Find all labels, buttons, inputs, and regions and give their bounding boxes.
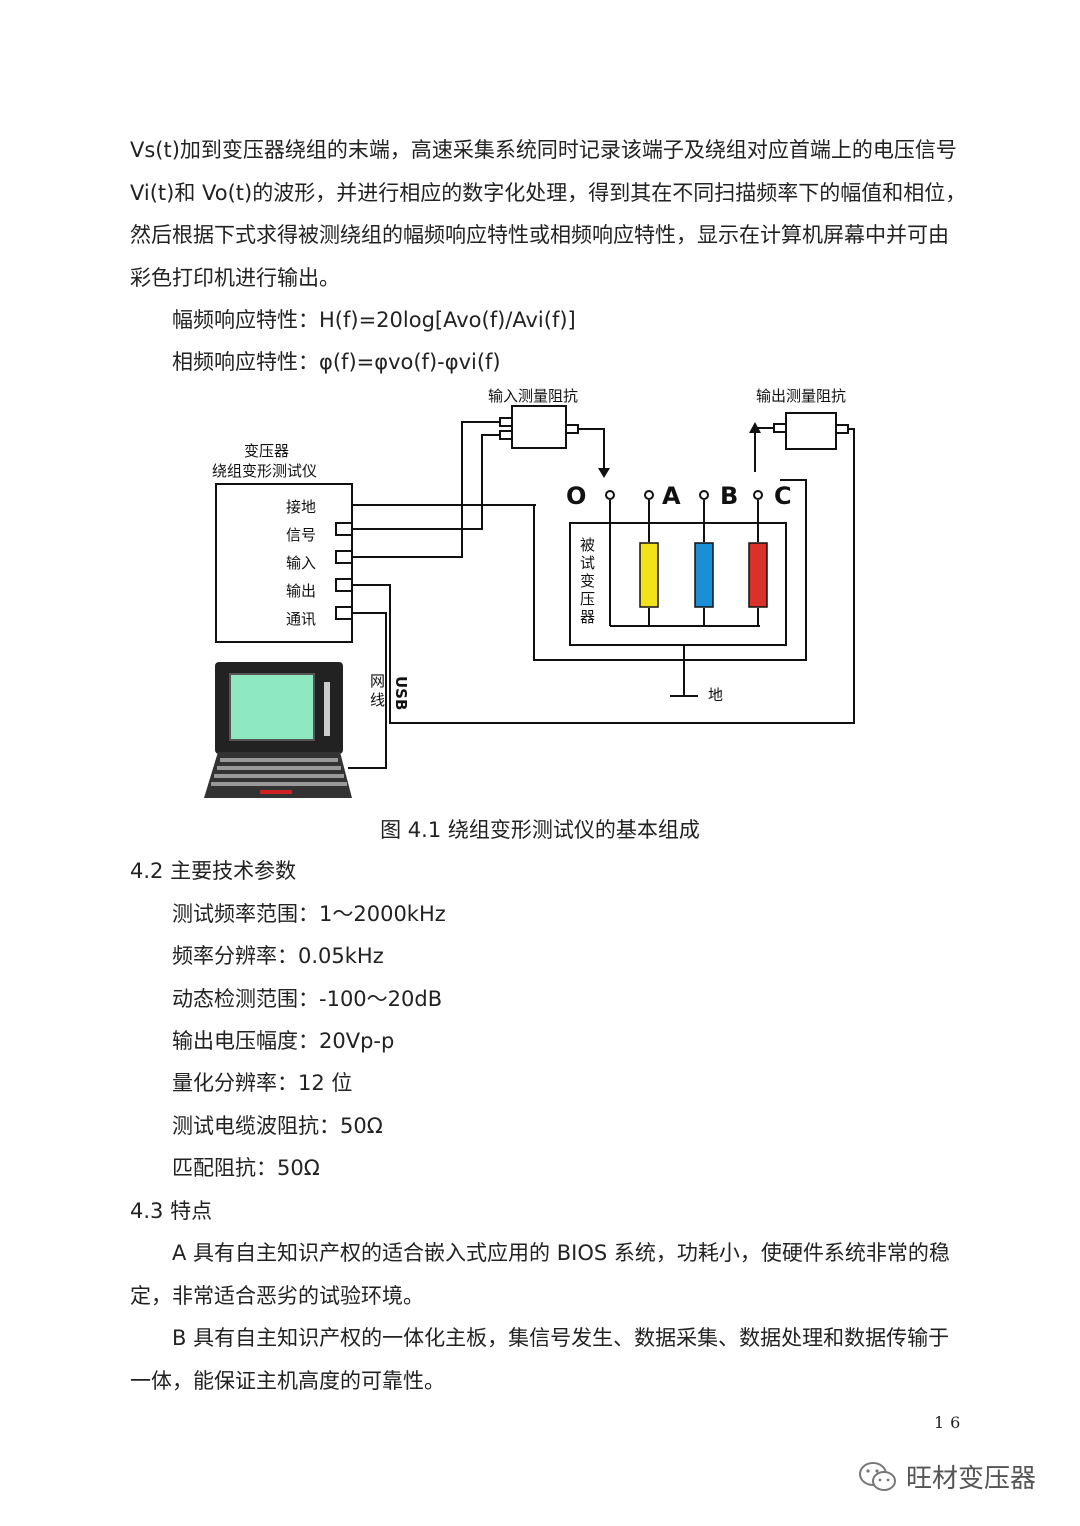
transformer-label: 变 (580, 572, 595, 590)
winding-c (748, 542, 768, 608)
watermark: 旺材变压器 (858, 1458, 1036, 1495)
transformer-label: 试 (580, 554, 595, 572)
page-number: 16 (934, 1413, 967, 1432)
terminal-label: C (774, 482, 792, 510)
wechat-icon (859, 1461, 896, 1491)
ground-label: 地 (708, 686, 723, 704)
transformer-label: 被 (580, 536, 595, 554)
formula-amplitude: 幅频响应特性：H(f)=20log[Avo(f)/Avi(f)] (172, 308, 576, 332)
winding-test-diagram: 输入测量阻抗 输出测量阻抗 变压器 绕组变形测试仪 接地 信号 输入 输出 通讯… (204, 387, 855, 798)
cable-network-label: 线 (370, 691, 385, 709)
input-impedance-box (511, 405, 567, 449)
spec-item: 量化分辨率：12 位 (172, 1071, 353, 1095)
watermark-text: 旺材变压器 (906, 1464, 1037, 1494)
output-impedance-box (785, 412, 837, 450)
feature-line: B 具有自主知识产权的一体化主板，集信号发生、数据采集、数据处理和数据传输于 (172, 1326, 950, 1350)
cable-usb-label: USB (392, 676, 410, 710)
section-heading: 4.2 主要技术参数 (130, 859, 297, 883)
port-label: 输出 (286, 582, 316, 600)
spec-item: 输出电压幅度：20Vp-p (172, 1029, 395, 1053)
formula-phase: 相频响应特性：φ(f)=φvo(f)-φvi(f) (172, 350, 501, 374)
spec-item: 匹配阻抗：50Ω (172, 1156, 320, 1180)
winding-b (694, 542, 714, 608)
laptop-icon (204, 662, 352, 798)
spec-item: 测试频率范围：1～2000kHz (172, 902, 446, 926)
paragraph-line: 然后根据下式求得被测绕组的幅频响应特性或相频响应特性，显示在计算机屏幕中并可由 (130, 223, 949, 247)
input-impedance-label: 输入测量阻抗 (488, 387, 578, 405)
instrument-title: 变压器 (244, 442, 289, 460)
port-label: 信号 (286, 526, 316, 544)
terminal-label: O (566, 482, 586, 510)
instrument-box (215, 483, 353, 643)
feature-line: 一体，能保证主机高度的可靠性。 (130, 1369, 445, 1393)
transformer-label: 压 (580, 590, 595, 608)
paragraph-line: Vi(t)和 Vo(t)的波形，并进行相应的数字化处理，得到其在不同扫描频率下的… (130, 181, 967, 205)
paragraph-line: 彩色打印机进行输出。 (130, 266, 340, 290)
terminal-label: A (662, 482, 681, 510)
port-label: 输入 (286, 554, 316, 572)
winding-a (639, 542, 659, 608)
spec-item: 动态检测范围：-100～20dB (172, 987, 443, 1011)
output-impedance-label: 输出测量阻抗 (756, 387, 846, 405)
spec-item: 频率分辨率：0.05kHz (172, 944, 384, 968)
port-label: 接地 (286, 498, 316, 516)
terminal-label: B (720, 482, 738, 510)
paragraph-line: Vs(t)加到变压器绕组的末端，高速采集系统同时记录该端子及绕组对应首端上的电压… (130, 138, 957, 162)
port-label: 通讯 (286, 610, 316, 628)
transformer-label: 器 (580, 608, 595, 626)
cable-network-label: 网 (370, 672, 385, 690)
spec-item: 测试电缆波阻抗：50Ω (172, 1114, 383, 1138)
instrument-title: 绕组变形测试仪 (212, 462, 317, 480)
feature-line: A 具有自主知识产权的适合嵌入式应用的 BIOS 系统，功耗小，使硬件系统非常的… (172, 1241, 950, 1265)
figure-caption: 图 4.1 绕组变形测试仪的基本组成 (380, 818, 700, 842)
feature-line: 定，非常适合恶劣的试验环境。 (130, 1284, 424, 1308)
section-heading: 4.3 特点 (130, 1199, 213, 1223)
